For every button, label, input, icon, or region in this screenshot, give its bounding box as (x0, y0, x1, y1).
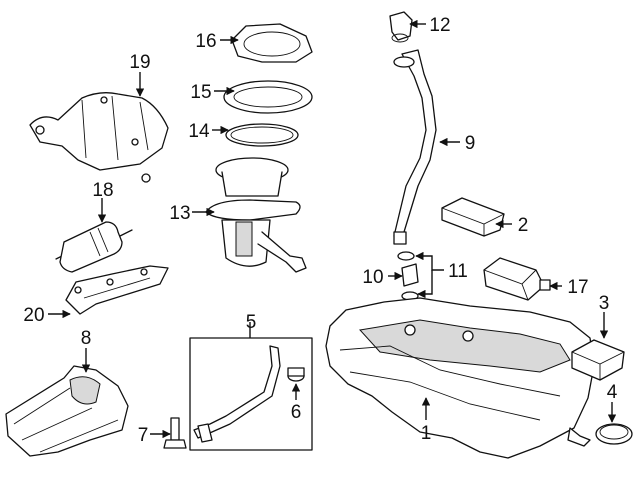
leader-11b (417, 270, 433, 299)
part-1-fuel-tank (325, 297, 595, 459)
part-17-control-module (483, 257, 551, 301)
leader-11a (415, 251, 444, 271)
callout-9: 9 (465, 133, 476, 154)
part-13-fuel-pump-module (205, 157, 307, 273)
callout-7: 7 (138, 425, 149, 446)
part-7-bolt (163, 417, 187, 449)
callout-10: 10 (362, 267, 383, 288)
leader-lines (48, 19, 617, 439)
part-19-heat-shield (29, 92, 169, 183)
callout-17: 17 (567, 277, 588, 298)
callout-19: 19 (129, 52, 150, 73)
callout-11: 11 (448, 261, 468, 282)
part-14-gasket (225, 123, 299, 147)
callout-14: 14 (188, 121, 210, 142)
part-16-lock-ring (231, 23, 313, 63)
callout-2: 2 (518, 215, 529, 236)
part-10-hose (401, 263, 419, 287)
callout-4: 4 (607, 382, 618, 403)
callout-13: 13 (169, 203, 190, 224)
callout-3: 3 (599, 293, 610, 314)
part-6-nut (287, 367, 305, 382)
part-9-filler-pipe (393, 49, 437, 245)
callout-8: 8 (81, 328, 92, 349)
callout-labels: 19 18 20 8 7 16 15 14 13 12 9 2 10 11 17… (23, 15, 617, 446)
callout-18: 18 (92, 180, 113, 201)
part-18-fuel-filter (55, 221, 133, 273)
part-15-seal-ring (223, 80, 313, 114)
part-4-round-cover (595, 423, 633, 445)
part-12-filler-cap (389, 11, 413, 43)
callout-5: 5 (246, 312, 257, 333)
part-8-filler-housing (5, 365, 129, 457)
part-3-block (571, 339, 625, 381)
callout-6: 6 (291, 402, 302, 423)
part-2-module (441, 197, 505, 237)
callout-16: 16 (195, 31, 216, 52)
callout-15: 15 (190, 82, 211, 103)
part-20-shield-bracket (65, 265, 169, 315)
callout-20: 20 (23, 305, 44, 326)
callout-12: 12 (429, 15, 450, 36)
callout-1: 1 (421, 423, 432, 444)
part-5-tank-strap (193, 345, 281, 443)
